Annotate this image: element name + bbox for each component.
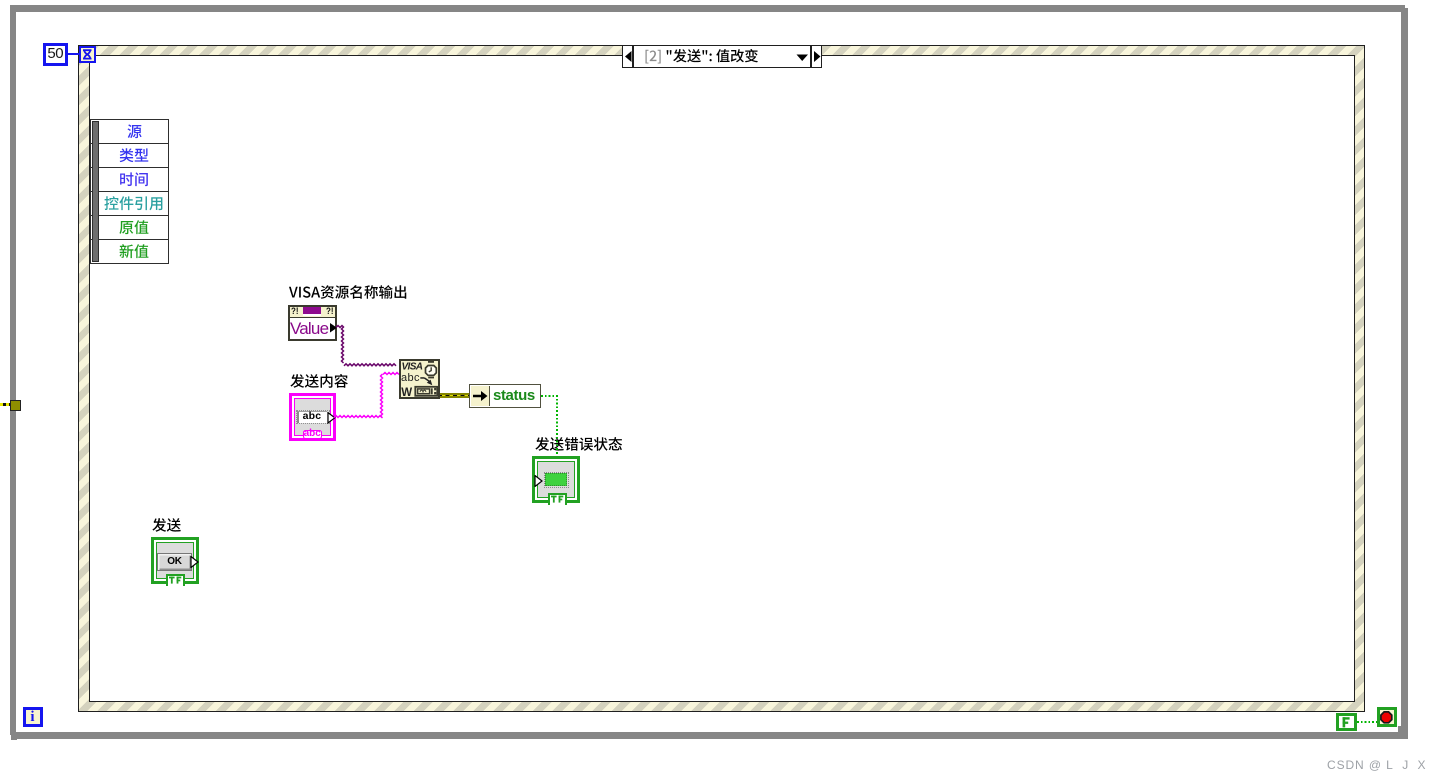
svg-text:abc: abc [401,372,420,384]
svg-text:VISA: VISA [401,362,423,373]
svg-text:W: W [401,387,412,399]
